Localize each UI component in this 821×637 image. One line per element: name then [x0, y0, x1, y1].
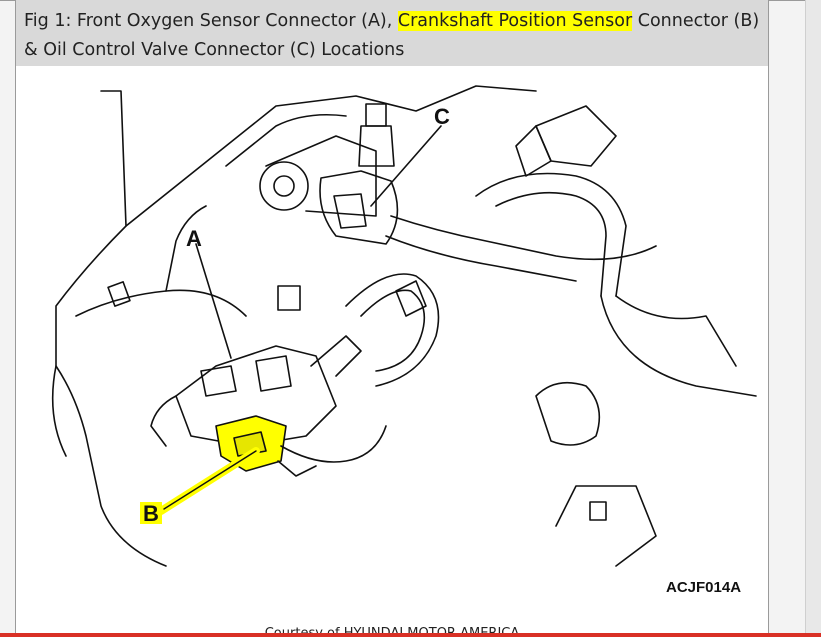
right-hose-2: [495, 191, 607, 297]
figure-panel: Fig 1: Front Oxygen Sensor Connector (A)…: [15, 0, 769, 637]
pulley-outer: [259, 161, 309, 211]
figure-code: ACJF014A: [666, 579, 741, 596]
block-contour-3: [51, 365, 67, 457]
callout-a: A: [186, 226, 202, 251]
connector-c-wire: [390, 215, 657, 261]
leader-a: [195, 243, 232, 359]
callout-c: C: [434, 104, 450, 129]
right-lower: [555, 485, 657, 567]
bottom-accent-bar: [0, 633, 821, 637]
right-pipe: [615, 295, 737, 367]
connector-a-latch: [200, 365, 237, 397]
sensor-a-cable-2: [310, 335, 362, 377]
right-hose-1: [475, 172, 627, 297]
callout-b: B: [143, 501, 159, 526]
connector-b-wire: [280, 425, 387, 463]
top-bolt-body: [358, 125, 395, 167]
callout-b-highlight: [140, 502, 162, 524]
center-bolt: [277, 285, 301, 311]
connector-a-body: [175, 345, 337, 447]
connector-c-latch: [333, 193, 367, 229]
connector-c-wire-2: [385, 235, 577, 282]
right-fitting-2: [515, 125, 552, 177]
block-contour-2: [165, 205, 207, 292]
courtesy-credit: Courtesy of HYUNDAI MOTOR AMERICA: [264, 626, 520, 637]
manifold-edge: [225, 113, 347, 167]
right-fitting: [535, 105, 617, 167]
right-pipe-2: [600, 295, 757, 397]
caption-text-end: Connector (B) & Oil Control Valve Connec…: [24, 11, 760, 60]
harness-main-2: [360, 289, 426, 372]
manifold-top: [125, 85, 537, 227]
leader-b-core: [163, 450, 257, 510]
figure-caption: Fig 1: Front Oxygen Sensor Connector (A)…: [16, 0, 768, 66]
caption-highlight: Crankshaft Position Sensor: [397, 11, 633, 31]
bolt-left: [107, 281, 131, 307]
pulley-inner: [273, 175, 295, 197]
block-contour: [75, 289, 247, 317]
right-small-bolt: [589, 501, 607, 521]
leader-c: [370, 125, 442, 207]
sensor-a-cable: [150, 395, 177, 447]
engine-diagram: C A B ACJF014A: [51, 85, 757, 596]
right-boss: [535, 381, 601, 446]
scrollbar-track[interactable]: [805, 0, 821, 637]
connector-c-body: [319, 170, 399, 245]
connector-b-wire-2: [277, 460, 317, 477]
harness-main: [345, 273, 440, 387]
top-bolt: [365, 103, 387, 127]
harness-clip: [395, 280, 427, 317]
bracket: [265, 135, 377, 217]
connector-a-lock: [255, 355, 292, 392]
engine-block-outline: [55, 90, 167, 567]
caption-text-start: Fig 1: Front Oxygen Sensor Connector (A)…: [24, 11, 398, 31]
